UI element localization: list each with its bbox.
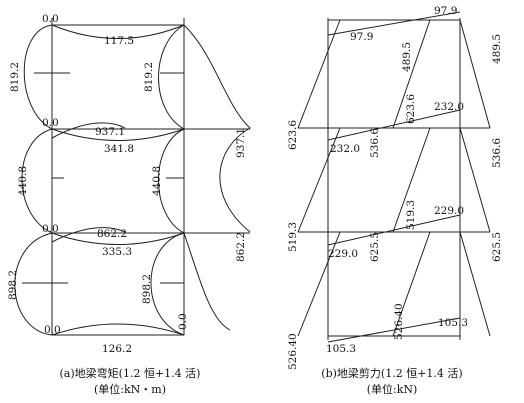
shear-label: 519.3: [405, 200, 417, 230]
moment-joint-curve: [51, 227, 126, 243]
shear-line: [392, 19, 431, 129]
moment-label: 0.0: [44, 324, 61, 336]
shear-label: 489.5: [491, 34, 503, 64]
moment-label: 898.2: [141, 274, 153, 304]
moment-caption-unit: (单位:kN・m): [93, 383, 166, 396]
moment-label: 0.0: [42, 13, 59, 25]
moment-diagram: 0.0 117.5 819.2 819.2 0.0 937.1 937.1 34…: [7, 13, 251, 355]
moment-column-curve: [21, 128, 53, 234]
shear-label: 536.6: [369, 128, 381, 158]
moment-label: 0.0: [177, 313, 189, 330]
moment-span-curve-bottom: [51, 323, 185, 336]
shear-label: 229.0: [434, 205, 464, 217]
moment-joint-curve: [51, 122, 126, 139]
moment-label: 335.3: [102, 246, 132, 258]
moment-diagram-caption: (a)地梁弯矩(1.2 恒+1.4 活) (单位:kN・m): [0, 366, 260, 398]
shear-line: [459, 19, 491, 129]
moment-span-curve-top: [51, 24, 185, 39]
moment-label: 862.2: [235, 232, 247, 262]
moment-column-curve: [158, 128, 185, 234]
moment-label: 862.2: [97, 228, 127, 240]
shear-line: [392, 231, 431, 337]
shear-line: [392, 127, 431, 233]
shear-label: 232.0: [330, 143, 360, 155]
shear-label: 526.40: [393, 303, 405, 340]
moment-label: 0.0: [42, 223, 59, 235]
moment-column-curve: [158, 24, 185, 130]
shear-line: [459, 231, 491, 337]
moment-label: 341.8: [104, 143, 134, 155]
shear-diagram-caption: (b)地梁剪力(1.2 恒+1.4 活) (单位:kN): [262, 366, 522, 398]
moment-column-curve: [150, 232, 185, 336]
shear-label: 105.3: [326, 343, 356, 355]
shear-label: 232.0: [434, 101, 464, 113]
moment-label: 0.0: [42, 117, 59, 129]
moment-joint-curve: [183, 24, 251, 233]
moment-label: 937.1: [95, 126, 125, 138]
shear-label: 526.40: [287, 333, 299, 370]
shear-line: [297, 231, 341, 337]
shear-line: [327, 11, 461, 36]
shear-label: 623.6: [405, 94, 417, 124]
shear-line: [327, 109, 461, 141]
moment-label: 440.8: [151, 166, 163, 196]
shear-label: 489.5: [401, 42, 413, 72]
shear-caption-title: (b)地梁剪力(1.2 恒+1.4 活): [321, 367, 463, 380]
moment-span-curve-upper: [51, 128, 185, 141]
shear-line: [297, 127, 341, 233]
shear-label: 97.9: [350, 31, 373, 43]
shear-label: 536.6: [491, 138, 503, 168]
shear-line: [327, 214, 461, 246]
shear-label: 229.0: [328, 248, 358, 260]
moment-label: 126.2: [102, 343, 132, 355]
shear-caption-unit: (单位:kN): [366, 383, 418, 396]
shear-label: 519.3: [287, 222, 299, 252]
moment-joint-curve: [183, 232, 231, 331]
moment-label: 117.5: [104, 35, 134, 47]
shear-label: 623.6: [287, 120, 299, 150]
moment-label: 819.2: [143, 62, 155, 92]
shear-diagram: 97.9 97.9 489.5 489.5 623.6 623.6 232.0 …: [287, 5, 503, 370]
shear-line: [459, 127, 491, 233]
shear-line: [297, 19, 341, 129]
moment-span-curve-lower: [51, 232, 185, 245]
shear-line: [327, 317, 461, 343]
moment-label: 898.2: [7, 270, 19, 300]
moment-column-curve: [14, 232, 53, 336]
shear-label: 625.5: [369, 232, 381, 262]
shear-label: 97.9: [434, 5, 457, 17]
shear-label: 625.5: [491, 232, 503, 262]
moment-label: 440.8: [17, 166, 29, 196]
moment-label: 937.1: [235, 128, 247, 158]
shear-label: 105.3: [438, 317, 468, 329]
moment-caption-title: (a)地梁弯矩(1.2 恒+1.4 活): [59, 367, 201, 380]
moment-label: 819.2: [9, 62, 21, 92]
moment-column-curve: [23, 24, 53, 130]
